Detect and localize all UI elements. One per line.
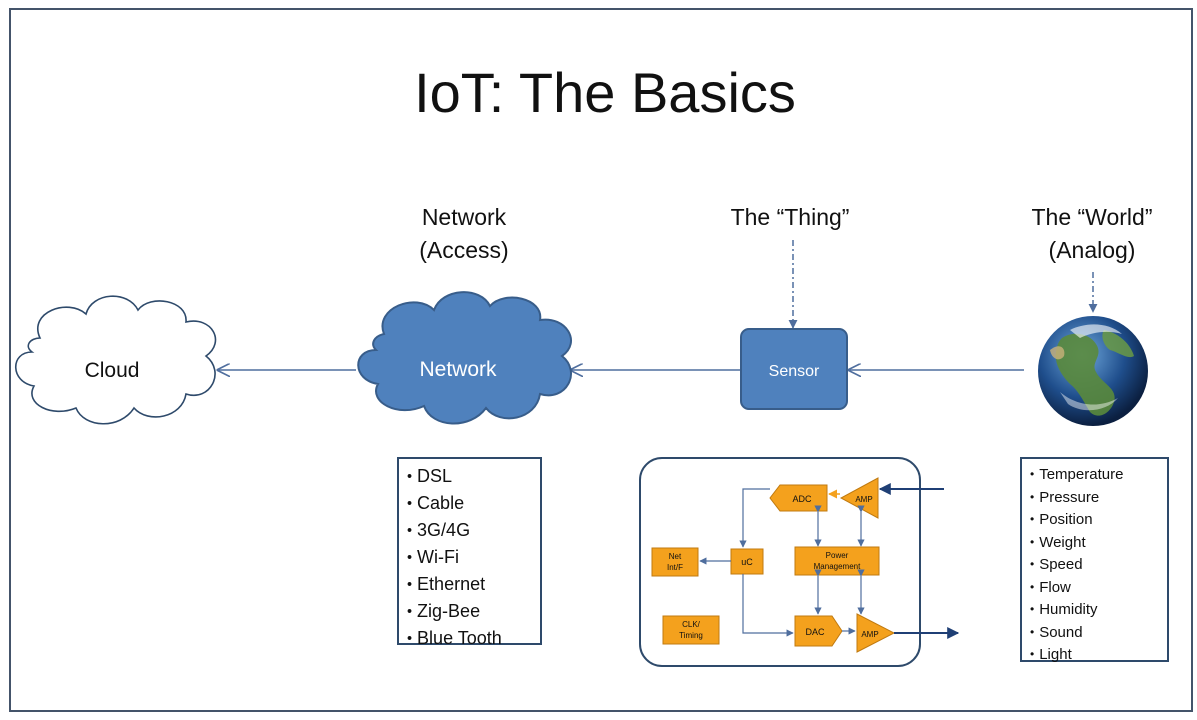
- sensor-box: [740, 328, 848, 410]
- heading-network-line1: Network: [422, 204, 507, 230]
- power-label-line2: Management: [814, 562, 861, 571]
- list-item: Weight: [1030, 532, 1161, 555]
- dac-block: [794, 615, 843, 647]
- network-cloud-shape: [357, 291, 572, 425]
- amp-out-block: [856, 613, 896, 653]
- net-intf-block: [651, 547, 699, 577]
- amp-out-label: AMP: [861, 630, 878, 639]
- sensor-internals-panel: ADC AMP Net Int/F uC Power Management CL…: [639, 457, 960, 667]
- list-item: Sound: [1030, 622, 1161, 645]
- adc-block: [769, 484, 828, 512]
- power-label-line1: Power: [826, 551, 849, 560]
- network-label: Network: [419, 358, 497, 381]
- sensor-node: Sensor: [740, 328, 848, 410]
- uc-to-dac-connector: [742, 574, 794, 637]
- net-intf-label-line1: Net: [669, 552, 682, 561]
- list-item: 3G/4G: [407, 518, 534, 545]
- list-item: Position: [1030, 509, 1161, 532]
- heading-world-line2: (Analog): [1049, 237, 1136, 263]
- sensor-internals-frame: [639, 457, 921, 667]
- list-item: Wi-Fi: [407, 545, 534, 572]
- slide-title: IoT: The Basics: [414, 61, 796, 124]
- earth-globe-image: [1026, 314, 1160, 430]
- world-inputs-list: Temperature Pressure Position Weight Spe…: [1020, 457, 1169, 663]
- list-item: Blue Tooth: [407, 626, 534, 653]
- amp-in-label: AMP: [855, 495, 872, 504]
- list-item: Temperature: [1030, 464, 1161, 487]
- uc-label: uC: [741, 557, 753, 567]
- cloud-node: Cloud: [15, 295, 217, 425]
- list-item: Light: [1030, 644, 1161, 667]
- clk-label-line2: Timing: [679, 631, 703, 640]
- dac-label: DAC: [805, 627, 825, 637]
- list-item: Zig-Bee: [407, 599, 534, 626]
- cloud-shape: [15, 295, 217, 425]
- adc-label: ADC: [792, 494, 812, 504]
- power-management-block: [794, 546, 880, 576]
- heading-thing: The “Thing”: [731, 204, 850, 230]
- list-item: Speed: [1030, 554, 1161, 577]
- clk-timing-block: [662, 615, 720, 645]
- list-item: Pressure: [1030, 487, 1161, 510]
- list-item: Cable: [407, 491, 534, 518]
- adc-to-uc-connector: [739, 488, 770, 548]
- network-access-list: DSL Cable 3G/4G Wi-Fi Ethernet Zig-Bee B…: [397, 457, 542, 648]
- list-item: DSL: [407, 464, 534, 491]
- cloud-label: Cloud: [85, 359, 140, 382]
- clk-label-line1: CLK/: [682, 620, 701, 629]
- sensor-label: Sensor: [769, 363, 820, 380]
- list-item: Humidity: [1030, 599, 1161, 622]
- uc-block: [730, 548, 764, 575]
- network-node: Network: [357, 291, 572, 425]
- net-intf-label-line2: Int/F: [667, 563, 683, 572]
- heading-world-line1: The “World”: [1032, 204, 1153, 230]
- list-item: Flow: [1030, 577, 1161, 600]
- heading-network-line2: (Access): [419, 237, 508, 263]
- list-item: Ethernet: [407, 572, 534, 599]
